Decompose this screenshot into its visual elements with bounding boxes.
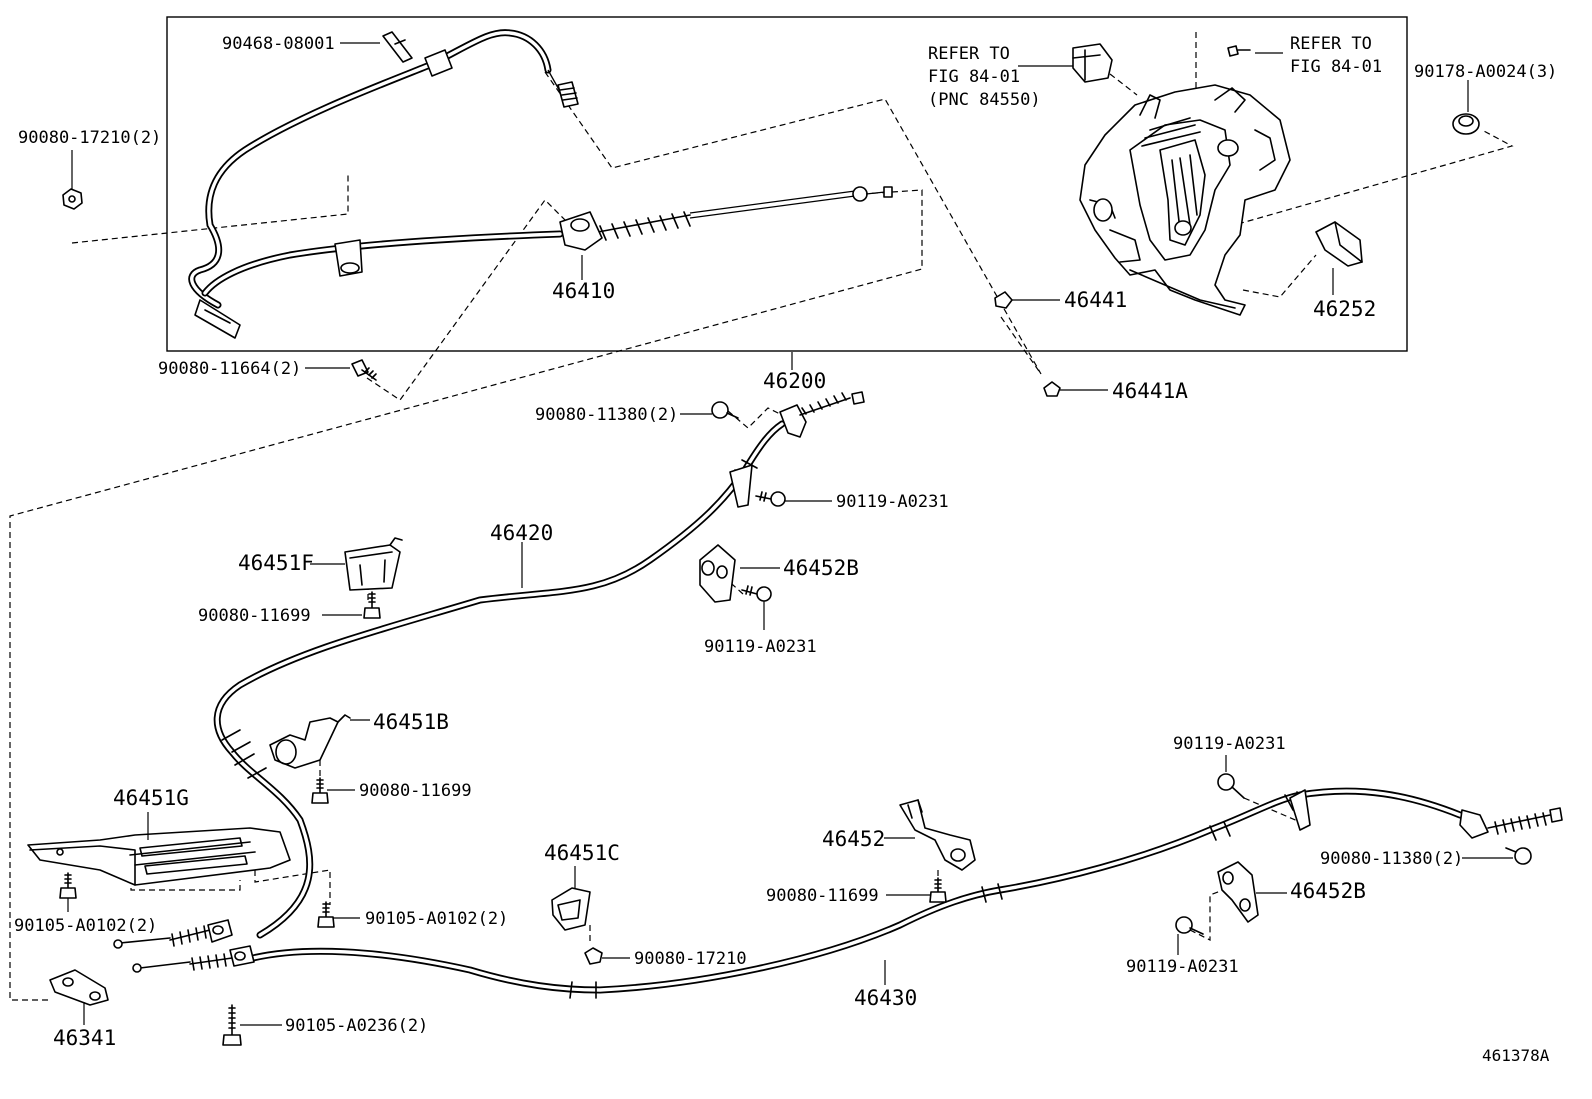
bolt-90119-A0231-a: [755, 491, 786, 507]
label-46451B: 46451B: [373, 710, 449, 734]
label-46420: 46420: [490, 521, 553, 545]
label-90080-11699-b: 90080-11699: [359, 781, 472, 801]
bracket-46452B-bottom: [1217, 861, 1259, 923]
label-refer-right-line2: FIG 84-01: [1290, 57, 1382, 77]
label-46430: 46430: [854, 986, 917, 1010]
label-46441: 46441: [1064, 288, 1127, 312]
label-refer-left-line2: FIG 84-01: [928, 67, 1020, 87]
bracket-46452B-top: [699, 544, 736, 603]
label-90105-A0236-2: 90105-A0236(2): [285, 1016, 428, 1036]
label-90119-A0231-b: 90119-A0231: [704, 637, 817, 657]
label-refer-right-line1: REFER TO: [1290, 34, 1372, 54]
bolt-90105-A0102-2-left: [59, 872, 77, 899]
bolt-90080-11664-2: [351, 359, 377, 381]
bolt-90119-A0231-b: [741, 585, 772, 602]
label-refer-left-line3: (PNC 84550): [928, 90, 1041, 110]
bolt-90105-A0102-2-mid: [317, 901, 335, 928]
label-90080-17210-2: 90080-17210(2): [18, 128, 161, 148]
bolt-90080-11380-2-right: [1505, 847, 1532, 865]
label-90119-A0231-a: 90119-A0231: [836, 492, 949, 512]
cable-46410: [188, 29, 893, 339]
label-46452B-bottom: 46452B: [1290, 879, 1366, 903]
bracket-46451C: [551, 887, 591, 931]
clip-90468-08001: [382, 31, 413, 63]
label-90080-17210: 90080-17210: [634, 949, 747, 969]
cable-46430: [132, 787, 1563, 999]
parking-brake-pedal-assembly: [1079, 84, 1291, 316]
bracket-46451F: [344, 537, 403, 591]
label-46451F: 46451F: [238, 551, 314, 575]
leader-lines: [67, 42, 1513, 1026]
bolt-90080-11699-b: [311, 777, 329, 804]
label-90119-A0231-c: 90119-A0231: [1173, 734, 1286, 754]
label-90105-A0102-2-left: 90105-A0102(2): [14, 916, 157, 936]
label-46451G: 46451G: [113, 786, 189, 810]
label-90178-A0024-3: 90178-A0024(3): [1414, 62, 1557, 82]
bolt-refer-fig-84-01-right: [1227, 45, 1251, 57]
label-46441A: 46441A: [1112, 379, 1188, 403]
label-90080-11664-2: 90080-11664(2): [158, 359, 301, 379]
plate-46451G: [27, 827, 291, 886]
bushing-46441A: [1043, 381, 1061, 397]
bolt-90119-A0231-d: [1175, 916, 1204, 935]
bracket-46452: [899, 799, 976, 871]
bolt-90080-11699-c: [929, 877, 947, 903]
bracket-46451B: [269, 714, 351, 769]
assembly-group-box: [166, 16, 1408, 352]
label-90080-11380-2-right: 90080-11380(2): [1320, 849, 1463, 869]
label-90105-A0102-2-mid: 90105-A0102(2): [365, 909, 508, 929]
label-refer-left-line1: REFER TO: [928, 44, 1010, 64]
label-46200: 46200: [763, 369, 826, 393]
diagram-id: 461378A: [1482, 1046, 1550, 1065]
label-90468-08001: 90468-08001: [222, 34, 335, 54]
label-90119-A0231-d: 90119-A0231: [1126, 957, 1239, 977]
part-labels: 90468-08001 90080-17210(2) 46410 90080-1…: [14, 34, 1557, 1065]
pad-46252: [1315, 221, 1363, 267]
bolt-90119-A0231-c: [1217, 773, 1245, 799]
connector-refer-fig-84-01-left: [1072, 43, 1113, 83]
nut-90080-17210-2: [62, 188, 83, 210]
bolt-90080-11699-a: [363, 591, 381, 619]
label-46252: 46252: [1313, 297, 1376, 321]
bushing-46441: [994, 291, 1013, 309]
label-90080-11380-2-top: 90080-11380(2): [535, 405, 678, 425]
label-90080-11699-c: 90080-11699: [766, 886, 879, 906]
dashed-guide-lines: [9, 32, 1514, 1001]
label-46410: 46410: [552, 279, 615, 303]
label-46451C: 46451C: [544, 841, 620, 865]
bolt-90080-11380-2-top: [711, 401, 739, 419]
label-46452B-top: 46452B: [783, 556, 859, 580]
cable-46420: [113, 391, 865, 949]
label-46452: 46452: [822, 827, 885, 851]
nut-90080-17210: [584, 947, 603, 965]
cap-90178-A0024-3: [1452, 113, 1480, 135]
bolt-90105-A0236-2: [222, 1004, 242, 1046]
label-90080-11699-a: 90080-11699: [198, 606, 311, 626]
bracket-46341: [49, 969, 109, 1006]
label-46341: 46341: [53, 1026, 116, 1050]
